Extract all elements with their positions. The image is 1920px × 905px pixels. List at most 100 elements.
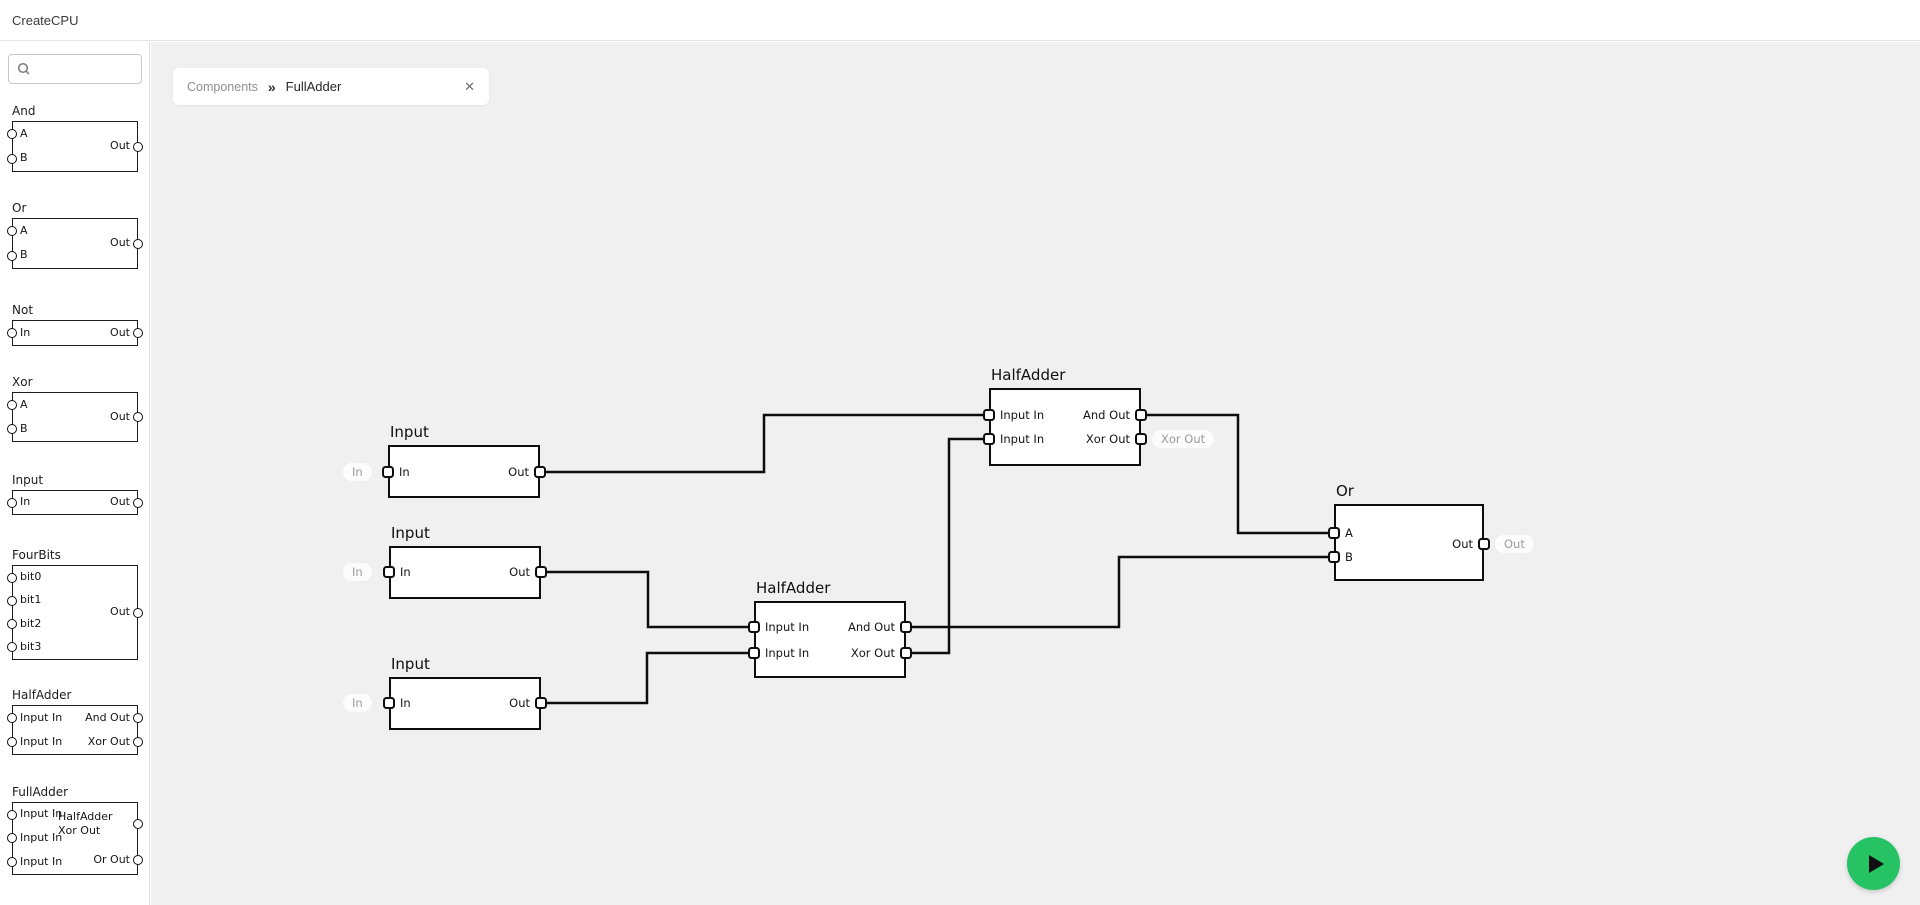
input-port[interactable] [7, 497, 17, 508]
wire-halfadder-1.And Out-to-or-1.B[interactable] [1141, 413, 1334, 535]
wire-input-1.Out-to-halfadder-2.Input In 1[interactable] [540, 413, 989, 474]
output-port[interactable] [133, 238, 143, 249]
search-input[interactable] [34, 62, 133, 76]
wire-input-3.Out-to-halfadder-1.Input In 2[interactable] [541, 651, 754, 705]
wire-input-2.Out-to-halfadder-1.Input In 1[interactable] [541, 570, 754, 629]
output-port[interactable] [535, 566, 547, 578]
port-label: A [20, 397, 28, 411]
input-port[interactable] [1328, 527, 1340, 539]
external-input-pill[interactable]: In [343, 694, 372, 712]
input-port[interactable] [983, 433, 995, 445]
node-title: Input [391, 655, 430, 673]
search-box[interactable] [8, 54, 142, 84]
output-port[interactable] [1135, 409, 1147, 421]
input-port[interactable] [7, 572, 17, 583]
run-button[interactable] [1847, 837, 1900, 890]
palette-output-row: Out [110, 410, 143, 425]
external-output-pill[interactable]: Xor Out [1152, 430, 1215, 448]
palette-input-row: B [7, 248, 28, 263]
palette-input-row: bit2 [7, 617, 41, 632]
wire-halfadder-1.Xor Out-to-halfadder-2.Input In 2[interactable] [906, 437, 989, 655]
output-port[interactable] [133, 607, 143, 618]
external-output-pill[interactable]: Out [1495, 535, 1534, 553]
input-port[interactable] [382, 466, 394, 478]
wire-layer [540, 413, 1334, 705]
port-label: B [20, 421, 28, 435]
output-port[interactable] [133, 854, 143, 865]
input-port[interactable] [7, 857, 17, 868]
input-port[interactable] [7, 129, 17, 140]
port-label: In [400, 696, 411, 710]
palette-item-title: And [12, 104, 36, 118]
input-port[interactable] [7, 595, 17, 606]
external-input-pill[interactable]: In [343, 563, 372, 581]
tab-close-button[interactable]: ✕ [464, 78, 475, 94]
palette-output-row: HalfAdder Xor Out [58, 810, 143, 840]
input-port[interactable] [7, 226, 17, 237]
port-label: In [20, 325, 31, 339]
input-port[interactable] [383, 697, 395, 709]
palette-input-row: A [7, 126, 28, 142]
output-port[interactable] [133, 497, 143, 508]
output-port[interactable] [133, 819, 143, 830]
breadcrumb-root[interactable]: Components [187, 79, 258, 94]
input-port[interactable] [7, 833, 17, 844]
input-port[interactable] [748, 647, 760, 659]
app-title: CreateCPU [12, 12, 79, 28]
output-port[interactable] [133, 713, 143, 723]
input-port[interactable] [7, 737, 17, 747]
input-port[interactable] [7, 619, 17, 630]
input-port[interactable] [383, 566, 395, 578]
palette-input-row: Input In [7, 831, 63, 846]
input-port[interactable] [7, 809, 17, 820]
output-port[interactable] [534, 466, 546, 478]
port-label: Out [508, 465, 529, 479]
input-port[interactable] [748, 621, 760, 633]
palette-input-row: B [7, 151, 28, 166]
palette-output-row: Out [110, 495, 143, 510]
output-port[interactable] [900, 647, 912, 659]
input-port[interactable] [7, 328, 17, 338]
input-port[interactable] [7, 250, 17, 261]
wire-halfadder-2.And Out-to-or-1.A[interactable] [906, 555, 1334, 629]
output-port[interactable] [133, 328, 143, 338]
output-port[interactable] [1135, 433, 1147, 445]
tab-fulladder[interactable]: Components » FullAdder ✕ [173, 68, 489, 105]
input-port[interactable] [7, 713, 17, 723]
output-port[interactable] [900, 621, 912, 633]
palette-input-row: In [7, 325, 31, 341]
input-port[interactable] [7, 642, 17, 653]
palette-item-title: Xor [12, 375, 33, 389]
output-port[interactable] [133, 737, 143, 747]
output-port[interactable] [1478, 538, 1490, 550]
input-port[interactable] [983, 409, 995, 421]
node-title: Input [391, 524, 430, 542]
input-port[interactable] [1328, 551, 1340, 563]
input-port[interactable] [7, 424, 17, 434]
port-label: Input In [20, 831, 63, 845]
external-input-pill[interactable]: In [343, 463, 372, 481]
port-label: A [20, 126, 28, 140]
output-port[interactable] [133, 141, 143, 152]
input-port[interactable] [7, 153, 17, 164]
input-port[interactable] [7, 400, 17, 410]
output-port[interactable] [535, 697, 547, 709]
output-port[interactable] [133, 412, 143, 422]
